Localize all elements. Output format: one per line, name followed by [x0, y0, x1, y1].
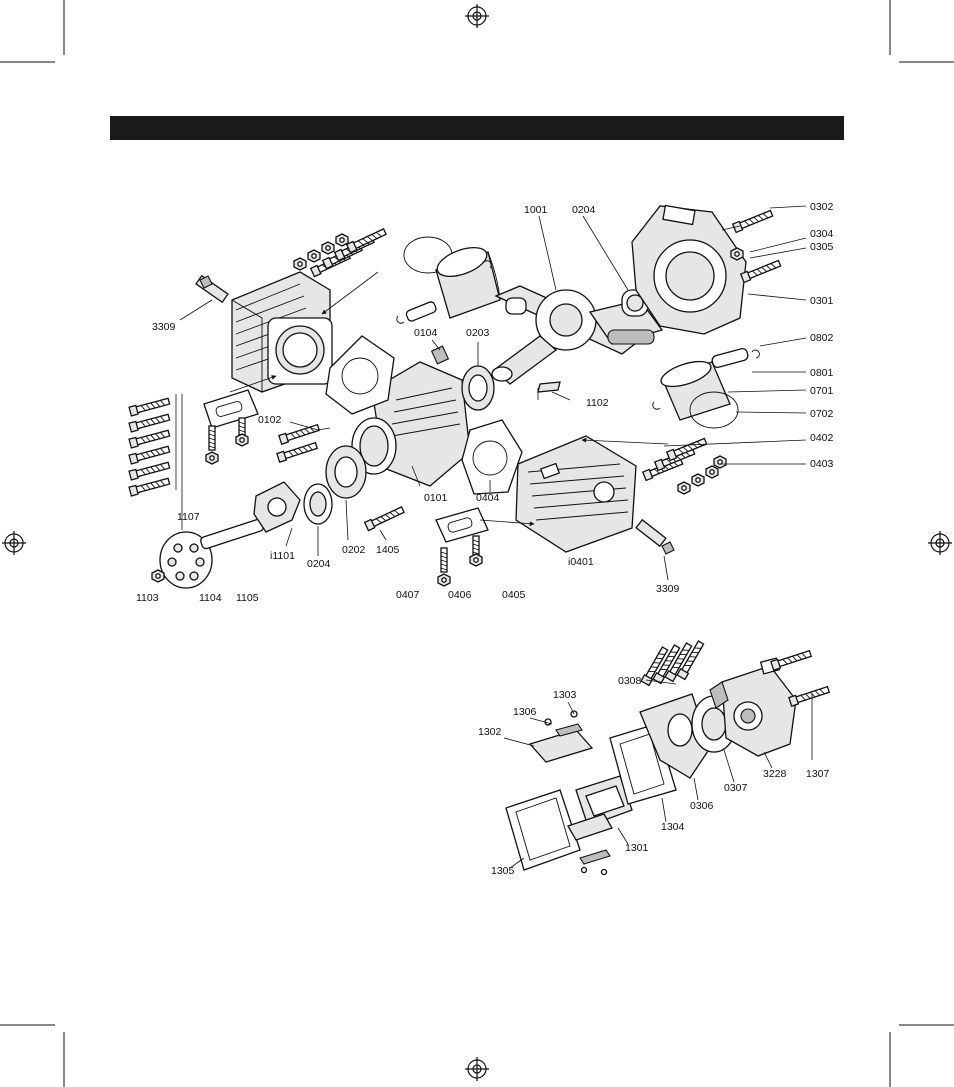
registration-mark-bottom — [465, 1057, 489, 1081]
part-label: 1107 — [177, 511, 200, 523]
part-label: 1405 — [376, 544, 400, 556]
reed-plate-1302 — [530, 711, 592, 762]
cylinder-gasket-right — [462, 420, 522, 494]
reed-block-1301 — [568, 776, 632, 875]
part-label: 3309 — [656, 583, 680, 595]
part-label: 0406 — [448, 589, 472, 601]
part-label: i0401 — [568, 556, 594, 568]
left-cylinder-drawing — [232, 272, 332, 392]
registration-mark-right — [928, 531, 952, 555]
part-label: 1001 — [524, 204, 548, 216]
part-label: 1103 — [136, 592, 159, 604]
part-label: 0308 — [618, 675, 642, 687]
part-label: 0204 — [307, 558, 331, 570]
part-label: i1101 — [270, 550, 295, 562]
part-label: 0302 — [810, 201, 834, 213]
long-bolt-stack — [129, 394, 182, 530]
part-label: 0702 — [810, 408, 834, 420]
registration-mark-left — [2, 531, 26, 555]
right-cylinder-drawing — [516, 436, 636, 552]
part-label: 1303 — [553, 689, 577, 701]
part-label: 1105 — [236, 592, 259, 604]
spark-plug-right — [636, 520, 674, 580]
part-label: 0802 — [810, 332, 834, 344]
part-label: 3309 — [152, 321, 176, 333]
part-label: 0301 — [810, 295, 834, 307]
part-label: 1301 — [625, 842, 649, 854]
part-label: 1304 — [661, 821, 685, 833]
part-label: 0402 — [810, 432, 834, 444]
part-label: 0701 — [810, 385, 834, 397]
part-label: 0101 — [424, 492, 448, 504]
cylinder-gasket-left — [326, 336, 394, 414]
crankcase-bolts — [277, 422, 330, 462]
part-label: 1307 — [806, 768, 830, 780]
engine-exploded-view — [129, 206, 806, 588]
part-label: 0405 — [502, 589, 526, 601]
part-label: 1104 — [199, 592, 222, 604]
header-bar — [110, 116, 844, 140]
part-label: 0306 — [690, 800, 714, 812]
intake-exploded-view — [506, 640, 830, 874]
part-label: 0404 — [476, 492, 500, 504]
part-label: 0202 — [342, 544, 366, 556]
part-label: 0407 — [396, 589, 420, 601]
part-label: 0305 — [810, 241, 834, 253]
spark-plug-left — [180, 276, 228, 320]
rear-crankcase-housing — [632, 206, 806, 334]
part-label: 0204 — [572, 204, 596, 216]
registration-mark-top — [465, 4, 489, 28]
part-label: 0403 — [810, 458, 834, 470]
part-label: 1306 — [513, 706, 537, 718]
part-label: 1102 — [586, 397, 609, 409]
piston-right — [653, 338, 806, 428]
part-label: 0203 — [466, 327, 490, 339]
part-label: 0104 — [414, 327, 438, 339]
part-label: 1305 — [491, 865, 515, 877]
part-label: 1302 — [478, 726, 502, 738]
piston-upper-left — [397, 237, 500, 323]
part-label: 3228 — [763, 768, 787, 780]
part-label: 0102 — [258, 414, 282, 426]
part-label: 0801 — [810, 367, 834, 379]
main-bearing-rear — [462, 342, 494, 410]
intake-gasket-1305 — [506, 790, 580, 870]
part-label: 0307 — [724, 782, 748, 794]
part-label: 0304 — [810, 228, 834, 240]
